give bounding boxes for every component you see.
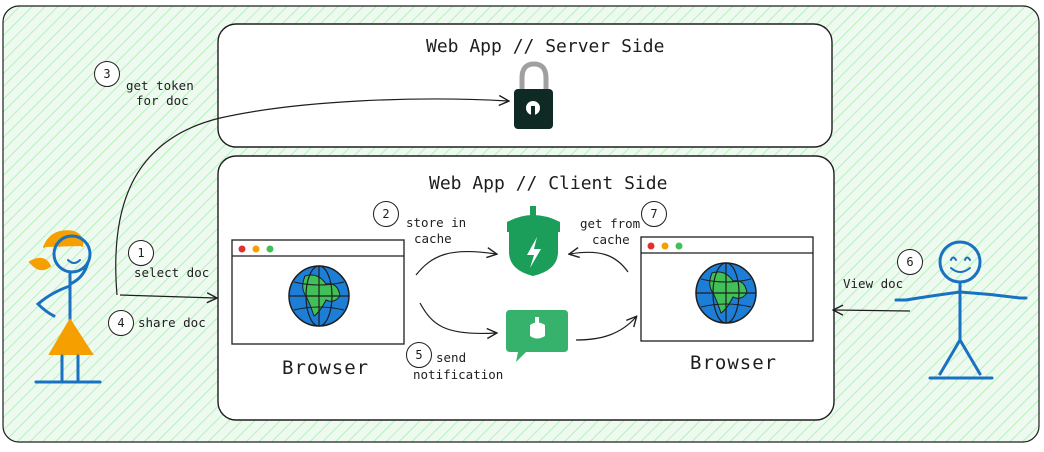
step-6-badge: 6 xyxy=(897,249,923,275)
arrow-view-doc xyxy=(834,310,911,311)
step-3-badge: 3 xyxy=(94,61,120,87)
receiver-figure xyxy=(894,240,1028,380)
arrow-store-cache xyxy=(415,252,496,276)
step-5-label-line2: notification xyxy=(413,367,504,382)
client-side-title: Web App // Client Side xyxy=(429,173,668,194)
step-6-label: View doc xyxy=(843,276,904,291)
step-2-badge: 2 xyxy=(373,201,399,227)
browser-label-right: Browser xyxy=(690,352,778,374)
step-7-label-line2: cache xyxy=(592,232,630,247)
step-1-badge: 1 xyxy=(128,240,154,266)
notification-icon xyxy=(506,310,568,362)
server-side-title: Web App // Server Side xyxy=(426,36,665,57)
server-side-box xyxy=(217,23,833,148)
arrow-send-notification xyxy=(419,302,496,333)
step-5-label-line1: send xyxy=(436,350,467,365)
browser-label-left: Browser xyxy=(282,357,370,379)
arrow-select-doc xyxy=(119,295,216,298)
globe-icon xyxy=(288,265,350,327)
client-side-box xyxy=(217,155,835,421)
lock-icon xyxy=(514,61,553,129)
arrow-notification-to-browser xyxy=(575,317,636,341)
step-5-badge: 5 xyxy=(406,342,432,368)
sender-figure xyxy=(28,230,102,384)
step-4-badge: 4 xyxy=(108,310,134,336)
globe-icon xyxy=(695,262,757,324)
step-2-label-line2: cache xyxy=(414,231,452,246)
step-4-label: share doc xyxy=(138,315,206,330)
arrow-get-from-cache xyxy=(570,252,629,273)
step-1-label: select doc xyxy=(134,265,210,280)
step-3-label-line2: for doc xyxy=(136,93,189,108)
step-3-label-line1: get token xyxy=(126,78,194,93)
step-2-label-line1: store in xyxy=(406,215,467,230)
service-worker-icon xyxy=(507,206,560,276)
step-7-badge: 7 xyxy=(641,201,667,227)
arrow-get-token xyxy=(115,99,508,296)
step-7-label-line1: get from xyxy=(580,216,641,231)
